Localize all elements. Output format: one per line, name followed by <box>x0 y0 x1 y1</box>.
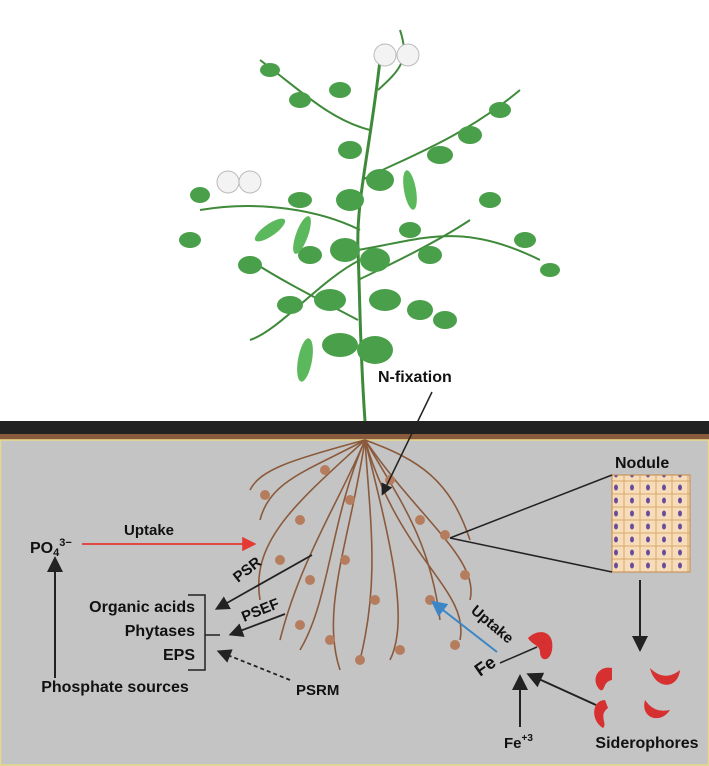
siderophores-label: Siderophores <box>595 735 698 752</box>
psef-arrow <box>228 613 286 637</box>
phosphate-sources-label: Phosphate sources <box>41 679 189 696</box>
psrm-label: PSRM <box>296 682 339 699</box>
nodule-cross-section <box>611 474 691 573</box>
phytases-label: Phytases <box>125 623 195 640</box>
leaves <box>179 63 560 382</box>
organic-acids-label: Organic acids <box>89 599 195 616</box>
roots <box>249 439 472 671</box>
nodule-label: Nodule <box>615 455 669 472</box>
bracket <box>188 594 220 671</box>
n-fixation-label: N-fixation <box>378 369 452 386</box>
root-nodules <box>260 465 470 665</box>
iron-uptake-arrow <box>430 600 498 653</box>
phosphate-uptake-label: Uptake <box>124 522 174 539</box>
po4-label: PO43− <box>30 537 72 559</box>
psr-arrow <box>214 554 313 610</box>
siderophore-arrow <box>526 672 597 706</box>
psrm-arrow <box>216 649 291 681</box>
topsoil-layer <box>0 421 709 434</box>
siderophores <box>528 632 680 728</box>
n-fixation-arrow <box>381 391 433 496</box>
soil-edge <box>0 434 709 440</box>
eps-label: EPS <box>163 647 195 664</box>
fe3-label: Fe+3 <box>504 733 533 752</box>
flowers <box>216 43 420 194</box>
